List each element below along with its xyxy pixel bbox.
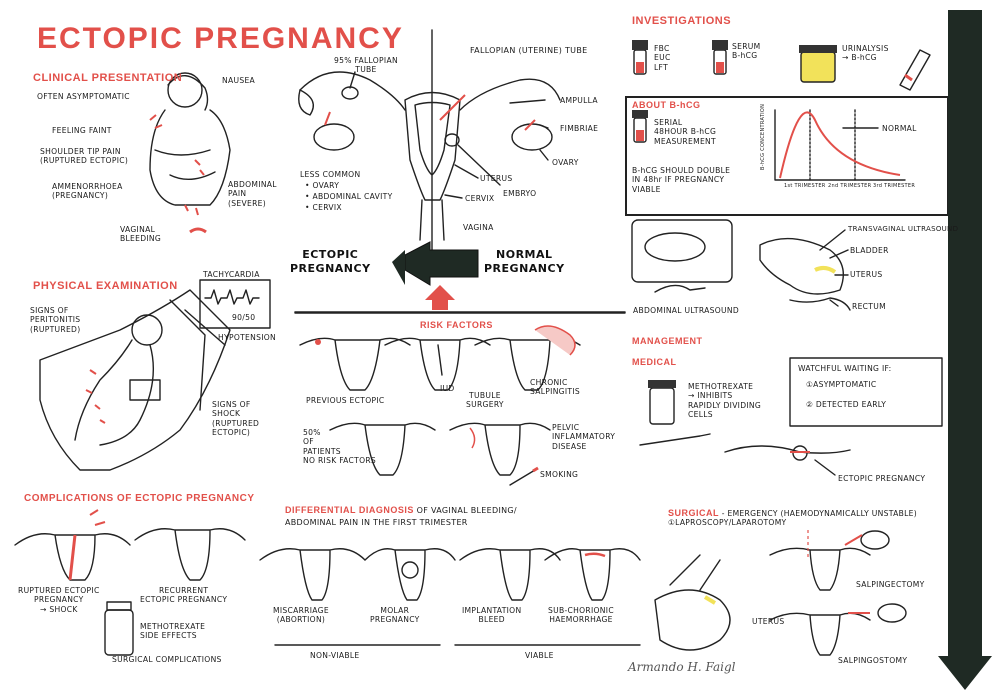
management-salpingectomy: SALPINGECTOMY xyxy=(856,580,925,589)
bhcg-heading: ABOUT B-hCG xyxy=(632,100,701,110)
management-medical: MEDICAL xyxy=(632,357,677,367)
differential-subheading-b: ABDOMINAL PAIN IN THE FIRST TRIMESTER xyxy=(285,518,468,527)
complication-methotrexate: METHOTREXATE SIDE EFFECTS xyxy=(140,622,206,641)
investigation-bloods: FBC EUC LFT xyxy=(654,44,671,72)
bhcg-serial: SERIAL 48HOUR B-hCG MEASUREMENT xyxy=(654,118,717,146)
complication-recurrent: RECURRENT ECTOPIC PREGNANCY xyxy=(140,586,228,605)
management-methotrexate: METHOTREXATE → INHIBITS RAPIDLY DIVIDING… xyxy=(688,382,762,420)
patient-in-bed-drawing xyxy=(39,279,271,471)
risk-smoking: SMOKING xyxy=(540,470,579,479)
clinical-shoulder-tip: SHOULDER TIP PAIN (RUPTURED ECTOPIC) xyxy=(40,147,129,166)
bhcg-normal: NORMAL xyxy=(882,124,917,133)
risk-previous-ectopic: PREVIOUS ECTOPIC xyxy=(306,396,385,405)
clinical-asymptomatic: OFTEN ASYMPTOMATIC xyxy=(37,92,130,101)
differential-subheading-a: OF VAGINAL BLEEDING/ xyxy=(413,506,517,515)
investigation-urinalysis: URINALYSIS → B-hCG xyxy=(842,44,889,63)
label-ovary: OVARY xyxy=(552,158,579,167)
differential-viable: VIABLE xyxy=(525,651,554,660)
bhcg-xtick-2: 2nd TRIMESTER xyxy=(828,183,872,189)
label-less-common: LESS COMMON xyxy=(300,170,361,179)
signature: Armando H. Faigl xyxy=(628,660,736,674)
risk-tubule-surgery: TUBULE SURGERY xyxy=(466,391,504,410)
differential-drawings xyxy=(259,548,641,646)
ultrasound-drawings xyxy=(631,219,851,311)
risk-factor-drawings xyxy=(294,311,626,486)
timeline-arrow-bar xyxy=(938,10,992,690)
label-uterine-tube: FALLOPIAN (UTERINE) TUBE xyxy=(470,46,588,55)
label-uterus: UTERUS xyxy=(480,174,513,183)
physical-bp: 90/50 xyxy=(232,313,256,322)
management-surgical: SURGICAL xyxy=(668,508,719,518)
risk-iud: IUD xyxy=(440,384,455,393)
label-fimbriae: FIMBRIAE xyxy=(560,124,599,133)
physical-tachycardia: TACHYCARDIA xyxy=(203,270,260,279)
ultrasound-abdominal: ABDOMINAL ULTRASOUND xyxy=(633,306,739,315)
investigation-serum: SERUM B-hCG xyxy=(732,42,761,61)
clinical-amenorrhoea: AMMENORRHOEA (PREGNANCY) xyxy=(52,182,123,201)
page-title: ECTOPIC PREGNANCY xyxy=(37,22,404,55)
clinical-feeling-faint: FEELING FAINT xyxy=(52,126,112,135)
clinical-heading: CLINICAL PRESENTATION xyxy=(33,72,183,84)
physical-peritonitis: SIGNS OF PERITONITIS (RUPTURED) xyxy=(30,306,81,334)
differential-implantation: IMPLANTATION BLEED xyxy=(462,606,522,625)
risk-no-risk-factors: 50% OF PATIENTS NO RISK FACTORS xyxy=(303,428,377,466)
bhcg-box xyxy=(625,96,949,216)
surgical-drawings xyxy=(654,530,907,656)
central-uterus-drawing xyxy=(298,71,561,241)
label-ectopic-pregnancy: ECTOPIC PREGNANCY xyxy=(290,248,371,275)
complications-heading: COMPLICATIONS OF ECTOPIC PREGNANCY xyxy=(24,493,255,504)
clinical-nausea: NAUSEA xyxy=(222,76,256,85)
management-drawings xyxy=(639,357,943,476)
ectopic-arrow xyxy=(392,241,479,310)
management-surgical-line: SURGICAL - EMERGENCY (HAEMODYNAMICALLY U… xyxy=(668,501,917,520)
management-laparoscopy: ①LAPROSCOPY/LAPAROTOMY xyxy=(668,518,787,527)
risk-chronic-salpingitis: CHRONIC SALPINGITIS xyxy=(530,378,581,397)
differential-molar: MOLAR PREGNANCY xyxy=(370,606,420,625)
clinical-vaginal-bleeding: VAGINAL BLEEDING xyxy=(120,225,162,244)
bhcg-xtick-3: 3rd TRIMESTER xyxy=(873,183,916,189)
complication-drawings xyxy=(14,509,246,656)
bhcg-ylabel: B-hCG CONCENTRATION xyxy=(760,103,766,170)
ultrasound-rectum: RECTUM xyxy=(852,302,886,311)
label-site-ovary: • OVARY xyxy=(305,181,340,190)
label-cervix: CERVIX xyxy=(465,194,495,203)
management-ectopic: ECTOPIC PREGNANCY xyxy=(838,474,926,483)
management-uterus: UTERUS xyxy=(752,617,785,626)
differential-heading-line: DIFFERENTIAL DIAGNOSIS OF VAGINAL BLEEDI… xyxy=(285,505,517,516)
differential-heading: DIFFERENTIAL DIAGNOSIS xyxy=(285,505,414,515)
risk-heading: RISK FACTORS xyxy=(420,320,493,330)
ultrasound-transvaginal: TRANSVAGINAL ULTRASOUND xyxy=(848,225,959,233)
bhcg-double: B-hCG SHOULD DOUBLE IN 48hr IF PREGNANCY… xyxy=(632,166,731,194)
differential-non-viable: NON-VIABLE xyxy=(310,651,360,660)
ultrasound-bladder: BLADDER xyxy=(850,246,889,255)
ultrasound-uterus: UTERUS xyxy=(850,270,883,279)
investigation-drawings xyxy=(632,40,931,91)
clinical-abdominal-pain: ABDOMINAL PAIN (SEVERE) xyxy=(228,180,277,208)
investigations-heading: INVESTIGATIONS xyxy=(632,15,732,27)
management-salpingostomy: SALPINGOSTOMY xyxy=(838,656,908,665)
label-fallopian-tube: 95% FALLOPIAN TUBE xyxy=(334,56,398,75)
differential-miscarriage: MISCARRIAGE (ABORTION) xyxy=(273,606,329,625)
label-vagina: VAGINA xyxy=(463,223,494,232)
management-watchful-2: ② DETECTED EARLY xyxy=(806,400,887,409)
complication-ruptured: RUPTURED ECTOPIC PREGNANCY → SHOCK xyxy=(18,586,100,614)
physical-shock: SIGNS OF SHOCK (RUPTURED ECTOPIC) xyxy=(212,400,260,438)
management-heading: MANAGEMENT xyxy=(632,336,703,346)
physical-hypotension: HYPOTENSION xyxy=(218,333,277,342)
complication-surgical: SURGICAL COMPLICATIONS xyxy=(112,655,222,664)
management-watchful: WATCHFUL WAITING IF: xyxy=(798,364,892,373)
differential-subchorionic: SUB-CHORIONIC HAEMORRHAGE xyxy=(548,606,614,625)
bhcg-xtick-1: 1st TRIMESTER xyxy=(784,183,826,189)
physical-heading: PHYSICAL EXAMINATION xyxy=(33,280,178,292)
label-embryo: EMBRYO xyxy=(503,189,537,198)
label-site-abdominal: • ABDOMINAL CAVITY xyxy=(305,192,393,201)
label-site-cervix: • CERVIX xyxy=(305,203,342,212)
risk-pid: PELVIC INFLAMMATORY DISEASE xyxy=(552,423,616,451)
management-watchful-1: ①ASYMPTOMATIC xyxy=(806,380,877,389)
label-normal-pregnancy: NORMAL PREGNANCY xyxy=(484,248,565,275)
label-ampulla: AMPULLA xyxy=(560,96,598,105)
woman-abdominal-pain-drawing xyxy=(149,72,231,234)
management-surgical-note: - EMERGENCY (HAEMODYNAMICALLY UNSTABLE) xyxy=(719,509,918,518)
